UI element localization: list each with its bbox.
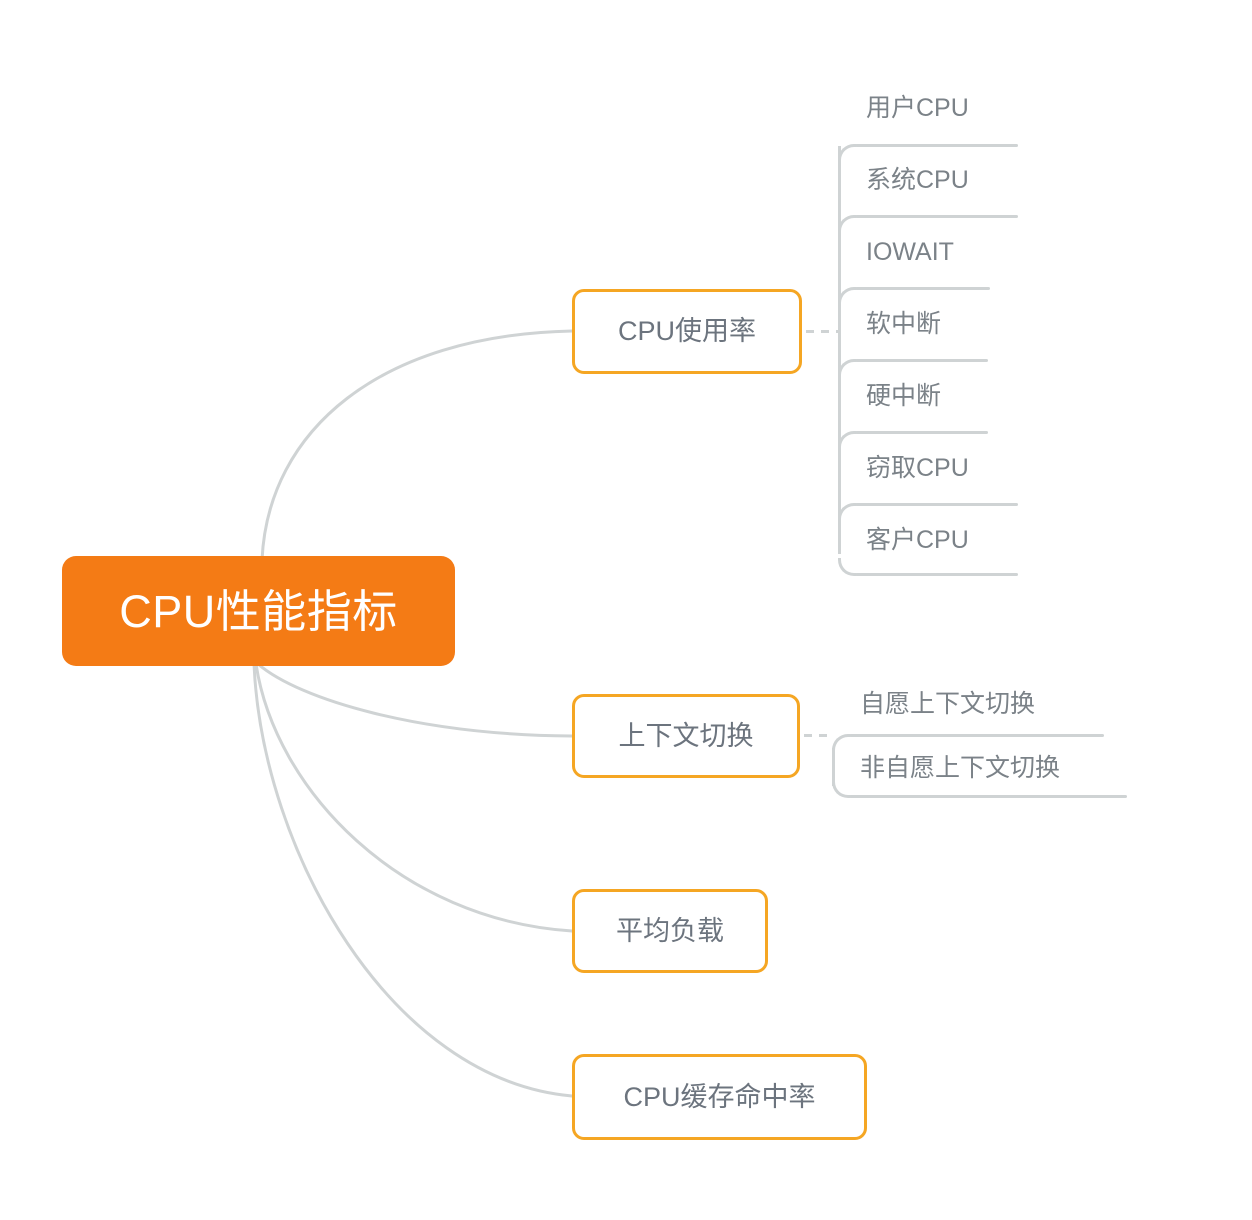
leaf-rule [855, 431, 988, 434]
leaf-spine-context-switch [832, 748, 835, 786]
leaf-corner-icon [838, 287, 856, 305]
branch-node-context-switch-label: 上下文切换 [618, 720, 754, 751]
leaf-item[interactable]: 软中断 [838, 312, 1068, 358]
leaf-item[interactable]: 用户CPU [838, 96, 1068, 142]
branch-node-load-average[interactable]: 平均负载 [572, 889, 768, 973]
leaf-item-label: 自愿上下文切换 [860, 690, 1036, 718]
leaf-corner-icon [838, 144, 856, 162]
leaf-item-label: 硬中断 [866, 382, 942, 410]
leaf-rule [855, 215, 1018, 218]
edge-root-to-cache-hit [252, 662, 574, 1098]
leaf-item-label: 系统CPU [866, 166, 969, 194]
leaf-group-cpu-usage: 用户CPU 系统CPU IOWAIT 软中断 硬中断 窃取CPU [838, 96, 1108, 576]
leaf-corner-icon [838, 431, 856, 449]
leaf-corner-icon [832, 780, 850, 798]
leaf-corner-icon [832, 734, 850, 752]
leaf-item-label: 窃取CPU [866, 454, 969, 482]
leaf-corner-icon [838, 503, 856, 521]
leaf-item[interactable]: 客户CPU [838, 528, 1068, 574]
root-node[interactable]: CPU性能指标 [62, 556, 455, 666]
leaf-rule [855, 287, 990, 290]
branch-node-context-switch[interactable]: 上下文切换 [572, 694, 800, 778]
edge-root-to-cpu-usage [260, 329, 574, 562]
branch-node-cache-hit-rate-label: CPU缓存命中率 [623, 1081, 816, 1112]
leaf-group-context-switch: 自愿上下文切换 非自愿上下文切换 [832, 692, 1142, 802]
leaf-item[interactable]: IOWAIT [838, 240, 1068, 286]
leaf-item-label: 客户CPU [866, 526, 969, 554]
leaf-rule [855, 144, 1018, 147]
branch-node-load-average-label: 平均负载 [616, 915, 724, 946]
dash-connector-context-switch [804, 734, 832, 737]
leaf-rule [855, 503, 1018, 506]
branch-node-cpu-usage[interactable]: CPU使用率 [572, 289, 802, 374]
leaf-corner-icon [838, 215, 856, 233]
leaf-item-label: 用户CPU [866, 94, 969, 122]
edge-root-to-load-average [254, 662, 574, 933]
leaf-corner-icon [838, 359, 856, 377]
leaf-item-label: IOWAIT [866, 238, 954, 266]
branch-node-cpu-usage-label: CPU使用率 [617, 316, 756, 346]
leaf-rule [849, 734, 1104, 737]
leaf-rule [849, 795, 1127, 798]
leaf-item[interactable]: 硬中断 [838, 384, 1068, 430]
edge-root-to-context-switch [256, 662, 574, 738]
branch-node-cache-hit-rate[interactable]: CPU缓存命中率 [572, 1054, 867, 1140]
leaf-item-label: 软中断 [866, 310, 942, 338]
dash-connector-cpu-usage [806, 330, 838, 333]
leaf-rule [855, 573, 1018, 576]
leaf-item[interactable]: 窃取CPU [838, 456, 1068, 502]
root-node-label: CPU性能指标 [119, 585, 398, 637]
leaf-item[interactable]: 非自愿上下文切换 [832, 756, 1132, 802]
leaf-item-label: 非自愿上下文切换 [860, 754, 1061, 782]
leaf-item[interactable]: 系统CPU [838, 168, 1068, 214]
leaf-item[interactable]: 自愿上下文切换 [832, 692, 1112, 738]
leaf-spine-cpu-usage [838, 146, 841, 554]
leaf-rule [855, 359, 988, 362]
leaf-corner-icon [838, 558, 856, 576]
